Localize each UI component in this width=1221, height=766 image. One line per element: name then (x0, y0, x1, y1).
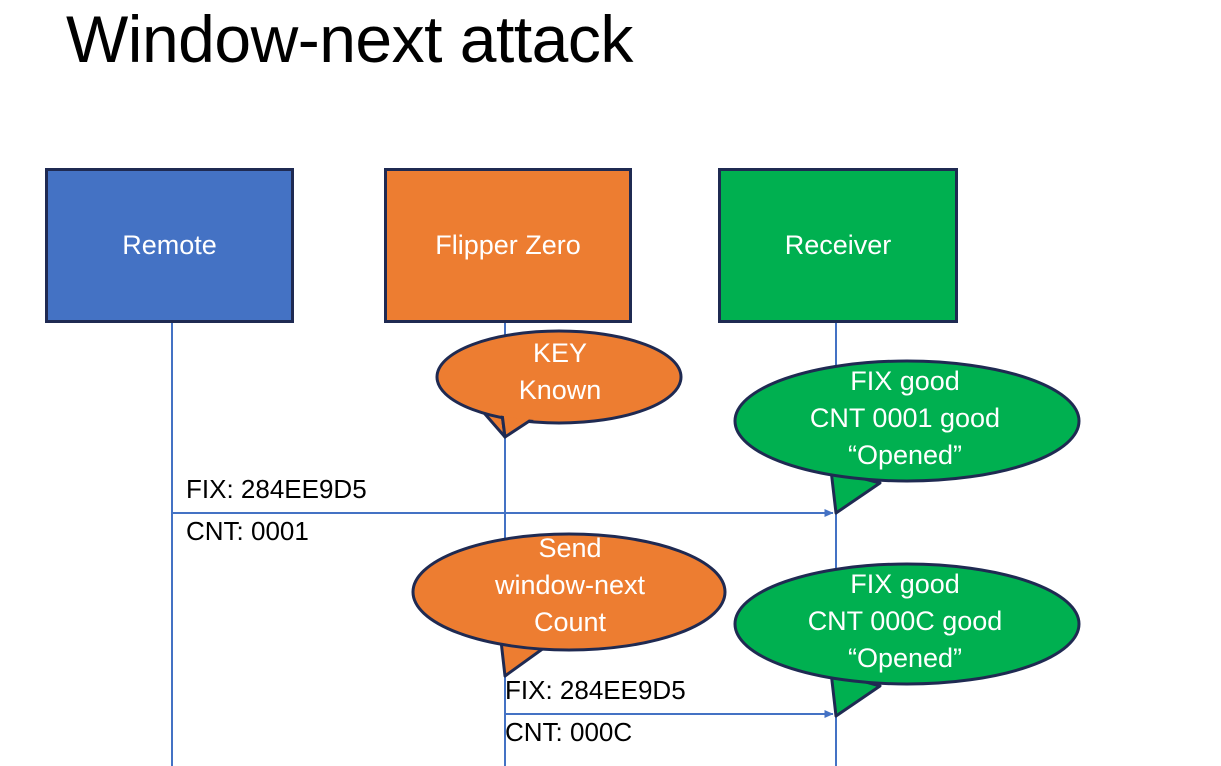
bubble-receiver-ack-2 (733, 562, 1081, 718)
actor-label-receiver: Receiver (784, 229, 892, 260)
message-2-fix-label: FIX: 284EE9D5 (505, 675, 686, 705)
message-1-fix-label: FIX: 284EE9D5 (186, 474, 367, 504)
bubble-receiver-ack-1 (733, 359, 1081, 515)
message-1-cnt-label: CNT: 0001 (186, 516, 309, 546)
actor-label-remote: Remote (122, 229, 217, 260)
page-title: Window-next attack (66, 2, 633, 76)
actor-box-flipper[interactable]: Flipper Zero (384, 168, 632, 323)
bubble-key-known (435, 329, 683, 439)
actor-label-flipper: Flipper Zero (435, 229, 581, 260)
actor-box-receiver[interactable]: Receiver (718, 168, 958, 323)
bubble-send-window-next (411, 532, 727, 678)
actor-box-remote[interactable]: Remote (45, 168, 294, 323)
message-2-cnt-label: CNT: 000C (505, 717, 633, 747)
